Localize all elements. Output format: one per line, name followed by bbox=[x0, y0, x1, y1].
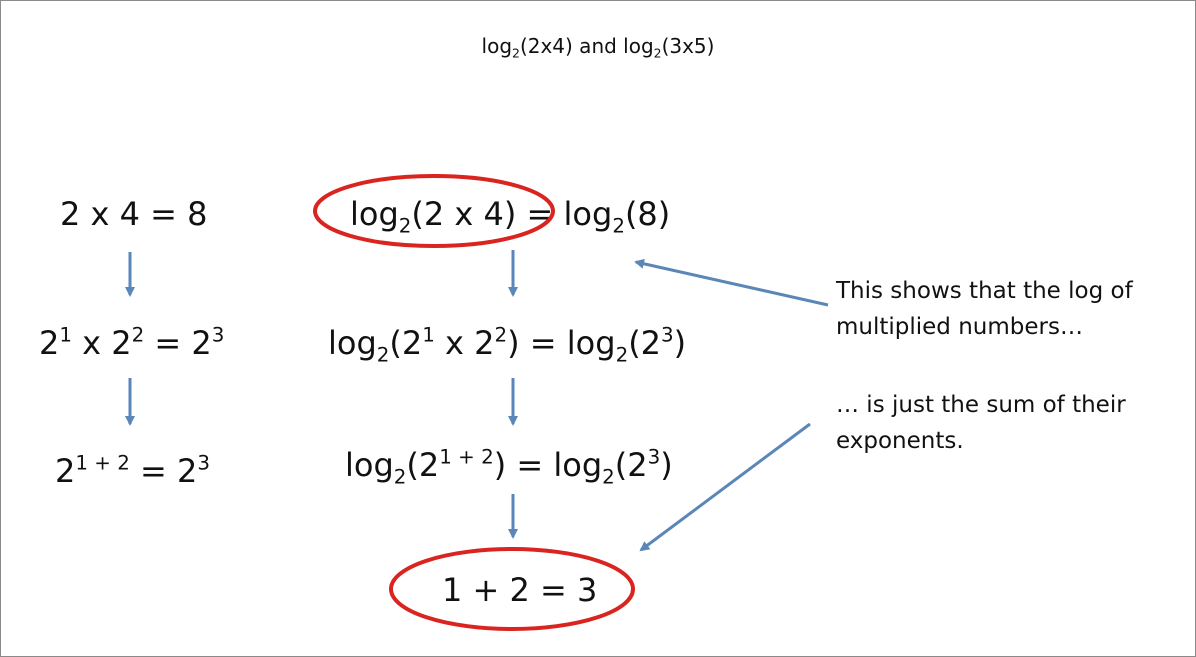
middle-equation-1: log2(2 x 4) = log2(8) bbox=[350, 195, 671, 238]
note-sum-of-exponents: … is just the sum of their exponents. bbox=[836, 392, 1126, 454]
slide-title: log2(2x4) and log2(3x5) bbox=[481, 34, 715, 61]
pointer-arrow-icon bbox=[639, 422, 811, 552]
left-equation-2: 21 x 22 = 23 bbox=[39, 323, 225, 362]
left-equation-3: 21 + 2 = 23 bbox=[55, 451, 210, 490]
middle-equation-2: log2(21 x 22) = log2(23) bbox=[328, 323, 687, 367]
highlight-ellipse bbox=[313, 174, 555, 248]
highlight-ellipse bbox=[389, 547, 635, 631]
pointer-arrow-icon bbox=[634, 258, 829, 307]
left-equation-1: 2 x 4 = 8 bbox=[60, 195, 208, 233]
middle-equation-4-result: 1 + 2 = 3 bbox=[442, 571, 598, 609]
note-log-of-multiplied: This shows that the log of multiplied nu… bbox=[836, 278, 1133, 340]
middle-equation-3: log2(21 + 2) = log2(23) bbox=[345, 445, 673, 489]
